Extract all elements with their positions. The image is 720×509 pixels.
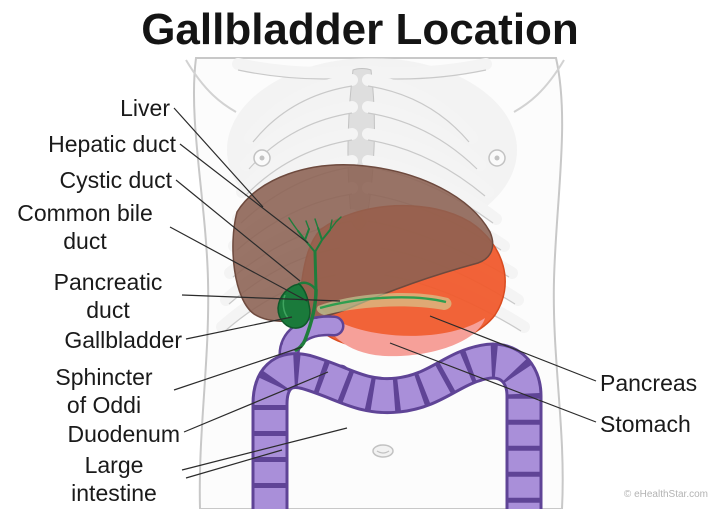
leader-line-large-intestine-2 xyxy=(185,449,283,479)
gallbladder-highlight xyxy=(282,294,289,319)
large-intestine-shape xyxy=(251,342,543,509)
label-liver: Liver xyxy=(120,95,170,121)
label-large-intestine: Large intestine xyxy=(71,452,157,506)
label-pancreatic-duct: Pancreatic duct xyxy=(53,269,163,323)
leader-line-large-intestine-1 xyxy=(181,427,348,471)
label-hepatic-duct: Hepatic duct xyxy=(48,131,176,157)
leader-line-pancreatic-duct xyxy=(181,294,341,302)
leader-lines xyxy=(169,107,597,479)
label-duodenum: Duodenum xyxy=(67,421,180,447)
leader-line-liver xyxy=(173,107,264,208)
liver-shape xyxy=(232,164,494,323)
pancreatic-duct-line xyxy=(319,296,447,310)
leader-line-sphincter-of-oddi xyxy=(173,346,303,391)
nipple-left xyxy=(253,149,271,167)
leader-line-stomach xyxy=(389,342,597,423)
label-common-bile-duct: Common bile duct xyxy=(17,200,153,254)
label-stomach: Stomach xyxy=(600,411,691,437)
stomach-inner-shape xyxy=(318,305,485,357)
label-pancreas: Pancreas xyxy=(600,370,698,396)
leader-line-cystic-duct xyxy=(175,179,301,282)
nipple-right xyxy=(488,149,506,167)
leader-line-pancreas xyxy=(429,315,597,382)
leader-line-hepatic-duct xyxy=(179,143,309,244)
page-title: Gallbladder Location xyxy=(141,5,579,54)
watermark: © eHealthStar.com xyxy=(623,489,708,500)
label-sphincter-of-oddi: Sphincter of Oddi xyxy=(55,364,153,418)
navel xyxy=(372,444,394,458)
label-gallbladder: Gallbladder xyxy=(64,327,182,353)
leader-line-common-bile-duct xyxy=(169,226,308,302)
leader-line-gallbladder xyxy=(185,316,293,340)
cystic-duct-line xyxy=(297,281,318,292)
leader-line-duodenum xyxy=(183,371,329,433)
label-cystic-duct: Cystic duct xyxy=(59,167,172,193)
